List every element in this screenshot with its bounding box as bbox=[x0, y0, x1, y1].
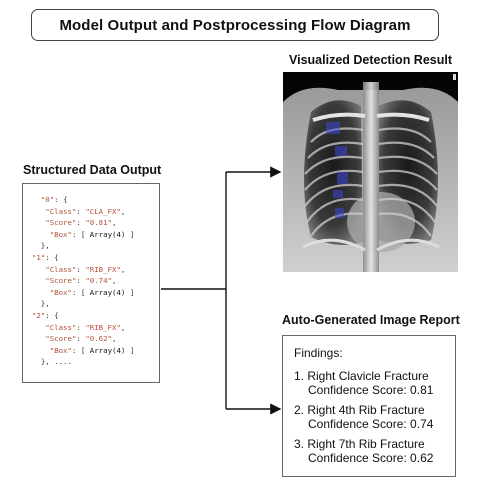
finding-confidence: Confidence Score: 0.62 bbox=[308, 451, 434, 465]
finding-title: 3. Right 7th Rib Fracture bbox=[294, 436, 425, 451]
structured-data-panel: "0": { "Class": "CLA_FX", "Score": "0.81… bbox=[22, 183, 160, 383]
detection-box-clavicle bbox=[326, 122, 340, 134]
code-line: "Score": "0.74", bbox=[45, 276, 117, 286]
code-line: }, bbox=[23, 299, 50, 309]
finding-confidence: Confidence Score: 0.74 bbox=[308, 417, 434, 431]
code-line: "Class": "RIB_FX", bbox=[45, 264, 126, 274]
code-line: }, bbox=[23, 241, 50, 251]
visualized-result-label: Visualized Detection Result bbox=[289, 53, 453, 67]
finding-title: 1. Right Clavicle Fracture bbox=[294, 368, 429, 383]
code-line: "1": { bbox=[31, 252, 59, 262]
diagram-title: Model Output and Postprocessing Flow Dia… bbox=[31, 9, 439, 41]
structured-output-label: Structured Data Output bbox=[23, 163, 162, 177]
code-line: "Score": "0.81", bbox=[45, 218, 117, 228]
findings-heading: Findings: bbox=[294, 346, 343, 360]
code-line: "Class": "CLA_FX", bbox=[45, 206, 126, 216]
detection-box-rib-4 bbox=[335, 146, 347, 156]
code-line: "Score": "0.62", bbox=[45, 334, 117, 344]
code-line: "Box": [ Array(4) ] bbox=[49, 287, 135, 297]
code-line: }, .... bbox=[40, 357, 72, 367]
report-label: Auto-Generated Image Report bbox=[282, 313, 460, 327]
detection-overlays bbox=[326, 122, 348, 218]
finding-title: 2. Right 4th Rib Fracture bbox=[294, 402, 425, 417]
code-line: "Box": [ Array(4) ] bbox=[49, 345, 135, 355]
code-line: "0": { bbox=[40, 195, 68, 204]
code-line: "Class": "RIB_FX", bbox=[45, 322, 126, 332]
finding-item: 1. Right Clavicle Fracture Confidence Sc… bbox=[294, 369, 455, 398]
finding-item: 2. Right 4th Rib Fracture Confidence Sco… bbox=[294, 403, 455, 432]
image-report-panel: Findings: 1. Right Clavicle Fracture Con… bbox=[282, 335, 456, 477]
chest-xray-image bbox=[283, 72, 458, 272]
finding-item: 3. Right 7th Rib Fracture Confidence Sco… bbox=[294, 437, 455, 466]
finding-confidence: Confidence Score: 0.81 bbox=[308, 383, 434, 397]
code-line: "Box": [ Array(4) ] bbox=[49, 229, 135, 239]
detection-box-rib-7 bbox=[337, 172, 348, 184]
xray-illustration bbox=[283, 72, 458, 272]
code-line: "2": { bbox=[31, 310, 59, 320]
